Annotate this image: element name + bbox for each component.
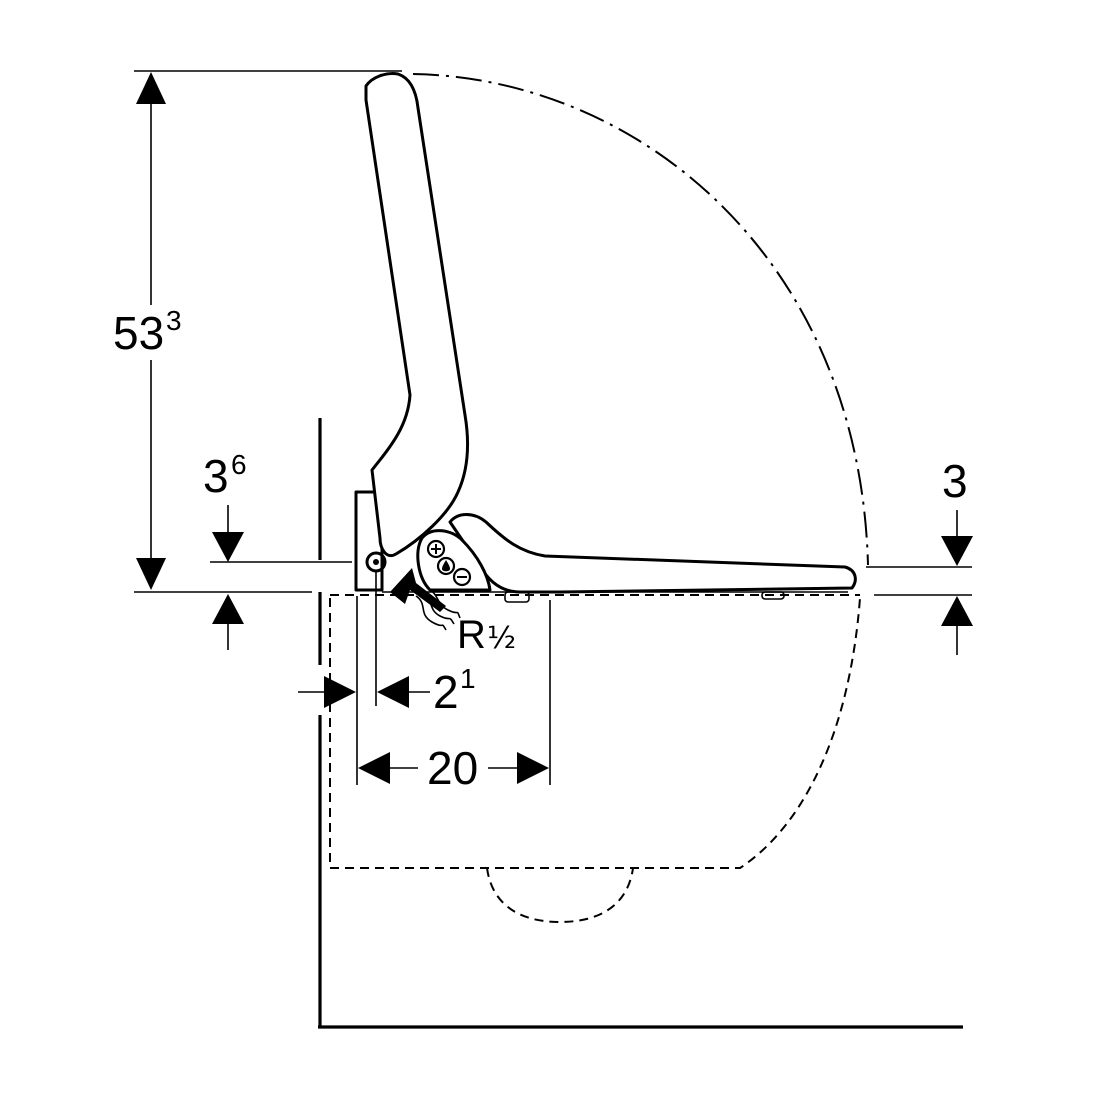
arrow-down bbox=[136, 558, 166, 590]
water-connection bbox=[365, 551, 461, 631]
arrow-right-depth bbox=[517, 752, 549, 784]
dimension-sup-pipe-offset: 1 bbox=[460, 663, 476, 694]
arrow-left-depth bbox=[358, 752, 390, 784]
dimension-sup-pipe-height: 6 bbox=[231, 449, 247, 480]
arrow-up bbox=[136, 72, 166, 104]
seat-buffer-rear bbox=[761, 591, 785, 600]
arrow-left-offset bbox=[377, 676, 409, 708]
dimension-label-total-height: 53 bbox=[113, 307, 164, 359]
arrow-up-pipe bbox=[212, 594, 244, 624]
thread-label-r: R bbox=[457, 613, 486, 657]
toilet-seat bbox=[448, 513, 857, 594]
lid-swing-arc bbox=[412, 73, 869, 566]
dimension-pipe-offset: 2 1 bbox=[298, 572, 476, 785]
plus-icon bbox=[426, 539, 446, 559]
thread-label-fraction: ½ bbox=[487, 621, 516, 656]
minus-icon bbox=[452, 567, 472, 587]
thread-label: R ½ bbox=[457, 613, 516, 657]
control-buttons bbox=[426, 539, 472, 587]
water-drop-icon bbox=[436, 556, 456, 576]
dimension-bracket-depth: 20 bbox=[358, 600, 551, 794]
dimension-label-seat-gap: 3 bbox=[942, 455, 968, 507]
dimension-total-height: 53 3 bbox=[113, 70, 402, 593]
bowl-dashed-body bbox=[329, 597, 861, 869]
arrow-right-offset bbox=[324, 676, 356, 708]
dimension-label-pipe-height: 3 bbox=[203, 450, 229, 502]
connection-pointer-arrow bbox=[390, 568, 446, 612]
bowl-dashed-outlet bbox=[486, 867, 634, 924]
arrow-down-pipe bbox=[212, 532, 244, 562]
wall-and-floor bbox=[318, 418, 963, 1029]
dimension-sup-total-height: 3 bbox=[166, 305, 182, 336]
seat-buffer-front bbox=[504, 591, 530, 603]
toilet-lid bbox=[364, 72, 470, 557]
arrow-down-seat bbox=[941, 536, 973, 566]
dimension-label-bracket-depth: 20 bbox=[427, 742, 478, 794]
arrow-up-seat bbox=[941, 596, 973, 626]
dimension-seat-gap: 3 bbox=[866, 455, 973, 655]
hose-line-1 bbox=[415, 595, 447, 631]
pipe-connector-core bbox=[373, 559, 379, 565]
pipe-connector bbox=[365, 551, 387, 573]
toilet-bowl-outline bbox=[329, 594, 861, 924]
seat-underside bbox=[382, 591, 848, 603]
hose-line-3 bbox=[427, 587, 461, 619]
dimension-label-pipe-offset: 2 bbox=[433, 666, 459, 718]
dimension-pipe-height: 3 6 bbox=[203, 449, 352, 650]
